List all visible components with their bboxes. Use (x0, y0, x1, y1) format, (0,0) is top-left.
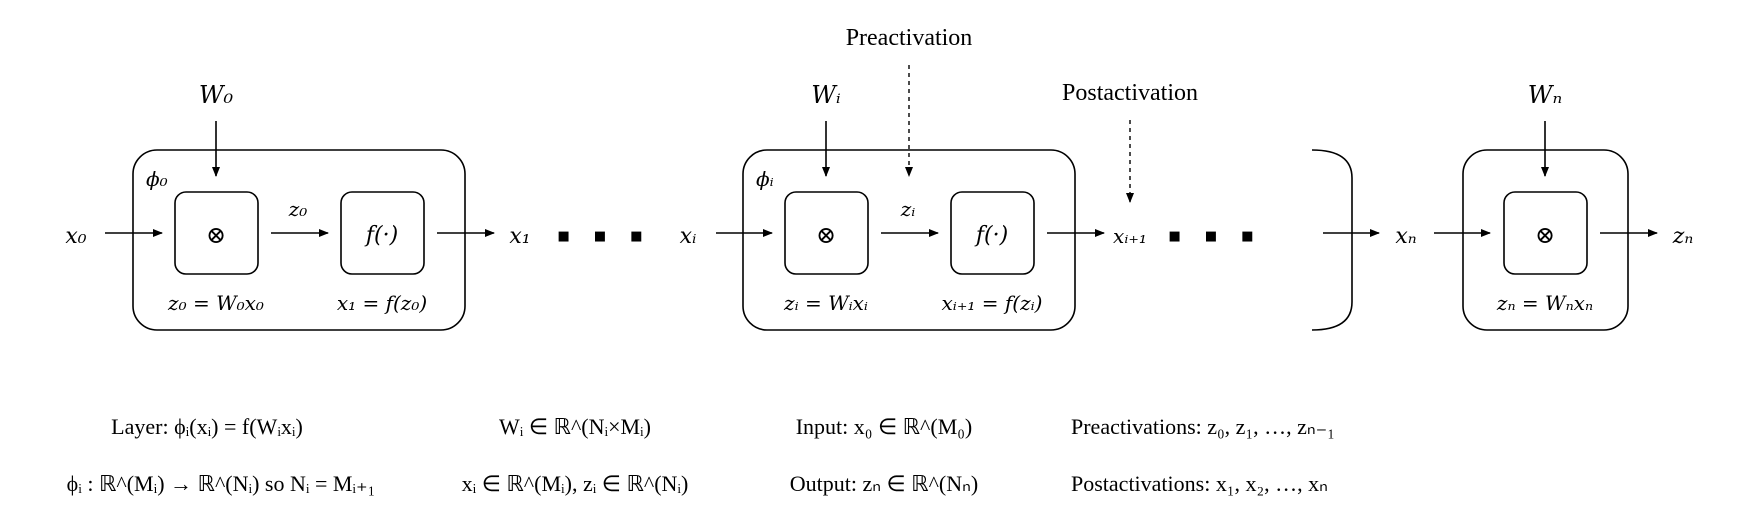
layer-i-weight-label: Wᵢ (811, 81, 841, 109)
layer-0-weight-label: W₀ (199, 81, 234, 109)
layer-n-weight-label: Wₙ (1528, 81, 1562, 109)
layer-bracket (1311, 149, 1353, 331)
layer-i-x-equation: xᵢ₊₁ = f(zᵢ) (942, 291, 1043, 315)
layer-n-input-label: xₙ (1395, 224, 1416, 249)
definition-layer: Layer: ϕᵢ(xᵢ) = f(Wᵢxᵢ) (111, 414, 303, 439)
layer-n-output-label: zₙ (1672, 224, 1694, 249)
layer-i-matmul-box (784, 191, 869, 275)
layer-0-x-equation: x₁ = f(z₀) (337, 291, 427, 315)
layer-0-matmul-symbol: ⊗ (206, 221, 226, 249)
preactivation-annotation: Preactivation (846, 25, 973, 51)
definition-vector-spaces: xᵢ ∈ ℝ^(Mᵢ), zᵢ ∈ ℝ^(Nᵢ) (462, 471, 689, 496)
layer-0-z-equation: z₀ = W₀x₀ (167, 291, 264, 315)
layer-i-preactivation-label: zᵢ (900, 197, 916, 221)
layer-0-activation-label: f(·) (364, 223, 398, 248)
layer-i-z-equation: zᵢ = Wᵢxᵢ (783, 291, 868, 315)
layer-0-phi-label: ϕ₀ (146, 167, 168, 191)
definition-weight-space: Wᵢ ∈ ℝ^(Nᵢ×Mᵢ) (499, 414, 651, 439)
definition-postactivations: Postactivations: x₁, x₂, …, xₙ (1071, 471, 1328, 496)
layer-i-container (742, 149, 1076, 331)
definition-layer-map: ϕᵢ : ℝ^(Mᵢ) → ℝ^(Nᵢ) so Nᵢ = Mᵢ₊₁ (67, 471, 376, 496)
layer-0-container (132, 149, 466, 331)
layer-n-matmul-box (1503, 191, 1588, 275)
layer-0-matmul-box (174, 191, 259, 275)
layer-i-phi-label: ϕᵢ (756, 167, 774, 191)
layer-n-matmul-symbol: ⊗ (1535, 221, 1555, 249)
layer-i-activation-label: f(·) (974, 223, 1008, 248)
layer-0-input-label: x₀ (65, 224, 86, 249)
layer-i-activation-box (950, 191, 1035, 275)
layer-n-z-equation: zₙ = Wₙxₙ (1496, 291, 1593, 315)
ellipsis-2: ■ ■ ■ (1168, 229, 1263, 244)
definition-input: Input: x₀ ∈ ℝ^(M₀) (796, 414, 973, 439)
postactivation-annotation: Postactivation (1062, 80, 1198, 106)
ellipsis-1: ■ ■ ■ (557, 229, 652, 244)
layer-0-preactivation-label: z₀ (288, 197, 308, 221)
layer-i-output-label: xᵢ₊₁ (1113, 224, 1147, 248)
definition-output: Output: zₙ ∈ ℝ^(Nₙ) (790, 471, 978, 496)
layer-0-activation-box (340, 191, 425, 275)
layer-i-matmul-symbol: ⊗ (816, 221, 836, 249)
layer-i-input-label: xᵢ (680, 224, 697, 249)
definition-preactivations: Preactivations: z₀, z₁, …, zₙ₋₁ (1071, 414, 1335, 439)
layer-0-output-label: x₁ (509, 224, 530, 249)
